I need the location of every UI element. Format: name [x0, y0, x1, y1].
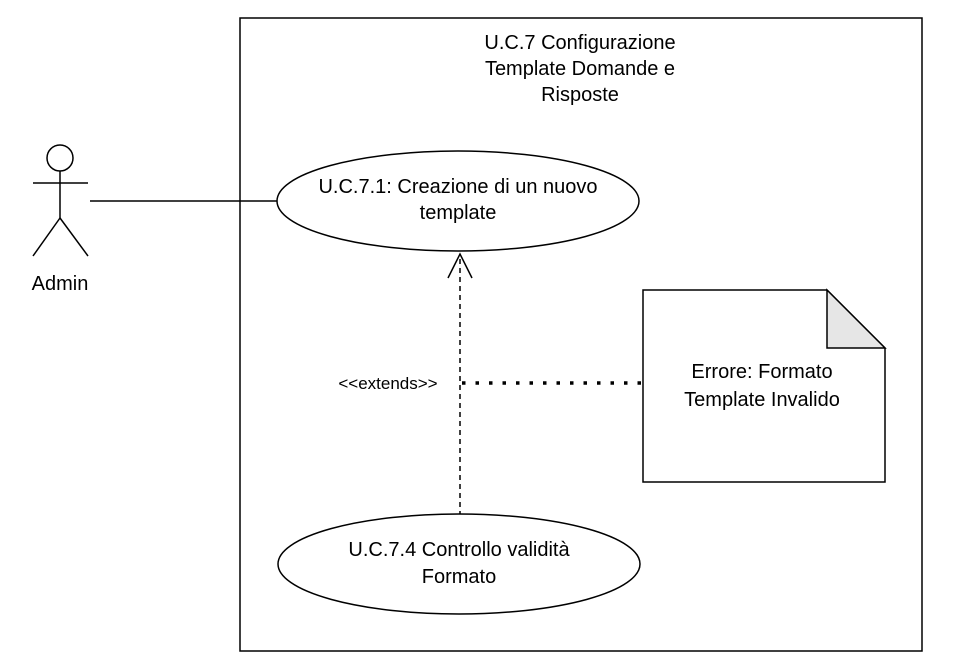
- use-case-2-line-1: U.C.7.4 Controllo validità: [348, 539, 570, 561]
- note-fold: [826, 288, 887, 349]
- actor-admin: [32, 144, 89, 257]
- actor-leg-right: [59, 217, 89, 257]
- extends-stereotype-label: <<extends>>: [338, 374, 437, 393]
- system-title-line-1: U.C.7 Configurazione: [484, 32, 675, 54]
- use-case-2-line-2: Formato: [422, 566, 496, 588]
- system-title-line-3: Risposte: [541, 84, 619, 106]
- system-title-line-2: Template Domande e: [485, 58, 675, 80]
- actor-head: [46, 144, 74, 172]
- note-body: [642, 289, 886, 483]
- use-case-controllo-validita: [277, 513, 641, 615]
- use-case-creazione-template: [276, 150, 640, 252]
- actor-leg-left: [32, 217, 61, 257]
- use-case-1-line-2: template: [420, 202, 497, 224]
- note-line-1: Errore: Formato: [691, 361, 832, 383]
- actor-label: Admin: [32, 273, 89, 295]
- use-case-1-line-1: U.C.7.1: Creazione di un nuovo: [318, 176, 597, 198]
- note-line-2: Template Invalido: [684, 389, 840, 411]
- note-error: [642, 288, 887, 483]
- extends-arrowhead: [447, 252, 473, 279]
